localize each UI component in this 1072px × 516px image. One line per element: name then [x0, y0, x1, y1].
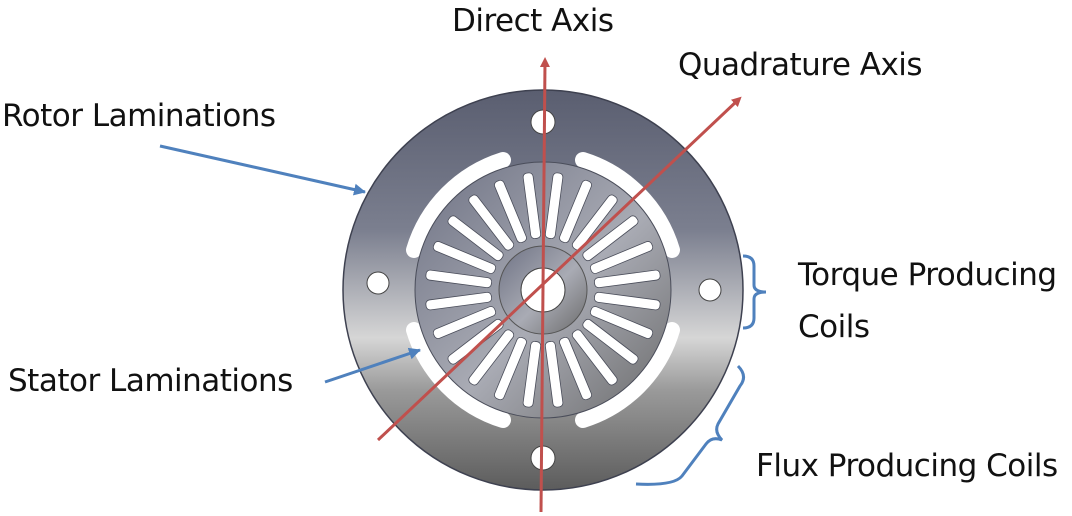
- stator-slot: [593, 269, 661, 289]
- rotor-callout-arrow: [159, 144, 366, 196]
- torque-producing-label-line1: Torque Producing: [798, 257, 1057, 293]
- stator-slots: [425, 172, 661, 408]
- stator-slot: [494, 336, 527, 401]
- stator-slot: [468, 194, 515, 251]
- stator-slot: [447, 215, 504, 262]
- stator-slot: [571, 194, 618, 251]
- stator-laminations-label: Stator Laminations: [8, 363, 293, 399]
- stator-slot: [432, 306, 497, 339]
- stator-slot: [425, 291, 493, 311]
- stator-slot: [559, 336, 592, 401]
- stator-slot: [559, 179, 592, 244]
- quadrature-axis-label: Quadrature Axis: [678, 47, 923, 83]
- stator-slot: [582, 215, 639, 262]
- stator-slot: [571, 329, 618, 386]
- direct-axis-label: Direct Axis: [452, 3, 614, 39]
- rotor-laminations-label: Rotor Laminations: [2, 98, 276, 134]
- stator-slot: [522, 172, 542, 240]
- stator-slot: [522, 340, 542, 408]
- flux-producing-coils-label: Flux Producing Coils: [756, 448, 1058, 484]
- stator-slot: [544, 172, 564, 240]
- stator-slot: [582, 318, 639, 365]
- stator-slot: [589, 241, 654, 274]
- torque-coils-bracket: [742, 254, 767, 330]
- stator-callout-arrow: [324, 347, 421, 384]
- stator-slot: [425, 269, 493, 289]
- stator-slot: [589, 306, 654, 339]
- stator-slot: [494, 179, 527, 244]
- stator-slot: [544, 340, 564, 408]
- direct-axis-arrow: [539, 57, 550, 513]
- quadrature-axis-arrow: [376, 96, 742, 442]
- flux-coils-bracket: [635, 364, 745, 486]
- stator-slot: [432, 241, 497, 274]
- stator-slot: [468, 329, 515, 386]
- torque-producing-label-line2: Coils: [798, 309, 870, 345]
- stator-slot: [593, 291, 661, 311]
